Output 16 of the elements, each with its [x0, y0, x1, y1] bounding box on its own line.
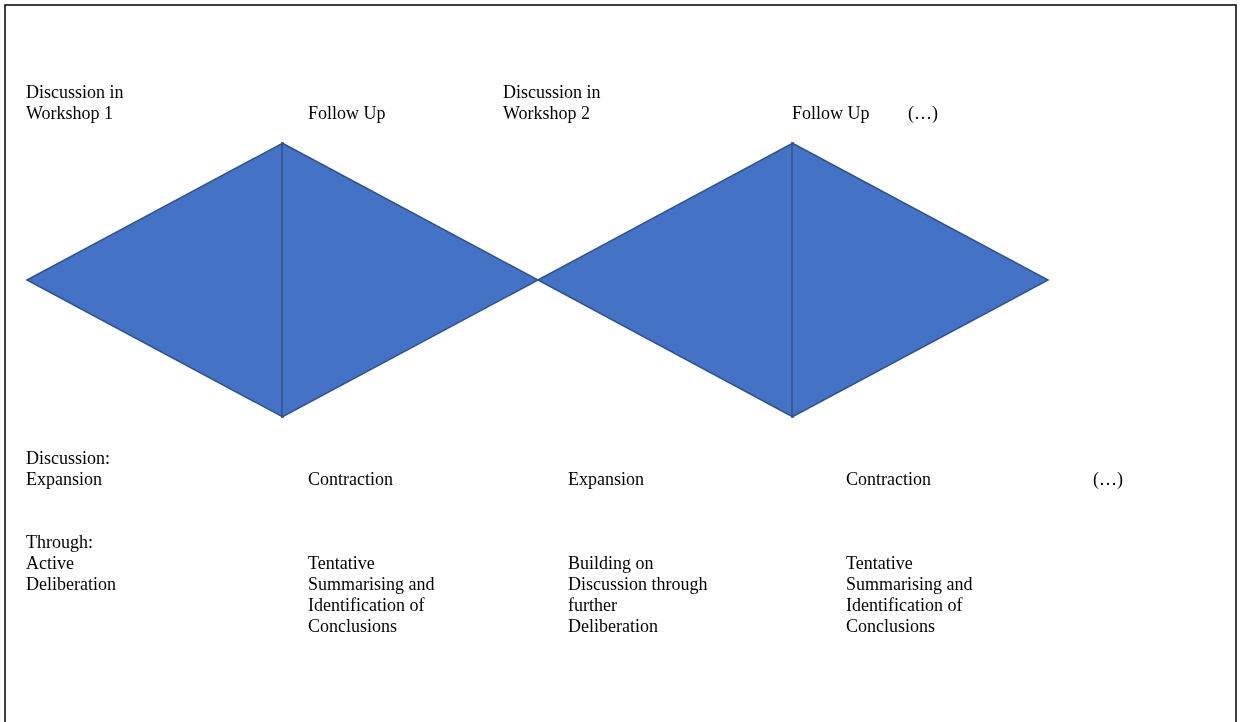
- phase-label: Contraction: [846, 469, 932, 490]
- row-heading: Discussion:: [26, 448, 111, 469]
- ellipsis-text: (…): [1093, 469, 1124, 490]
- phase-label: Expansion: [568, 469, 645, 490]
- stage-heading: Discussion in Workshop 2: [503, 82, 602, 124]
- row-heading: Through:: [26, 532, 94, 553]
- stage-heading: Follow Up: [792, 103, 871, 124]
- method-text: Tentative Summarising and Identification of Conclusions: [846, 553, 974, 637]
- ellipsis-text: (…): [908, 103, 939, 124]
- stage-heading: Follow Up: [308, 103, 387, 124]
- method-text: Active Deliberation: [26, 553, 117, 595]
- method-text: Tentative Summarising and Identification of Conclusions: [308, 553, 436, 637]
- phase-label: Contraction: [308, 469, 394, 490]
- phase-label: Expansion: [26, 469, 103, 490]
- stage-heading: Discussion in Workshop 1: [26, 82, 125, 124]
- method-text: Building on Discussion through further Deliberation: [568, 553, 708, 637]
